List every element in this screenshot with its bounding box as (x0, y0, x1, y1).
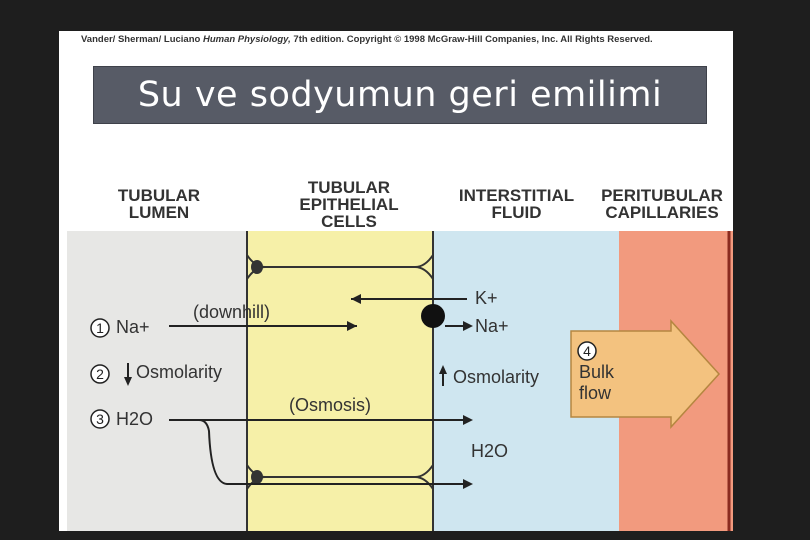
header-interstitial-line1: INTERSTITIAL (458, 186, 575, 205)
k-arrow-head (351, 294, 361, 304)
copyright-notice: Vander/ Sherman/ Luciano Human Physiolog… (81, 34, 653, 45)
junction-knot-upper (251, 260, 263, 274)
header-interstitial-line2: FLUID (491, 203, 542, 222)
na-interstitial-label: Na+ (475, 316, 509, 336)
header-capillaries-line1: PERITUBULAR (601, 186, 723, 205)
slide: Vander/ Sherman/ Luciano Human Physiolog… (59, 31, 733, 531)
step-4-number: 4 (583, 343, 591, 359)
header-epithelial-line3: CELLS (321, 212, 377, 231)
bulk-label: Bulk (579, 362, 615, 382)
flow-label: flow (579, 383, 612, 403)
na-k-pump (421, 304, 445, 328)
step-1-na-label: Na+ (116, 317, 150, 337)
step-3-h2o-label: H2O (116, 409, 154, 429)
junction-knot-lower (251, 470, 263, 484)
osmolarity-up-head (439, 365, 447, 374)
header-lumen-line1: TUBULAR (117, 186, 201, 205)
osmolarity-up-label: Osmolarity (453, 367, 540, 387)
step-1-number: 1 (96, 320, 104, 336)
step-3-number: 3 (96, 411, 104, 427)
h2o-arrow-transcellular-head (463, 415, 473, 425)
header-epithelial-line1: TUBULAR (307, 178, 391, 197)
h2o-interstitial-label: H2O (471, 441, 509, 461)
header-lumen-line2: LUMEN (128, 203, 190, 222)
k-label: K+ (475, 288, 498, 308)
epithelial-cells-region (247, 231, 433, 531)
slide-title: Su ve sodyumun geri emilimi (137, 75, 663, 115)
header-epithelial-line2: EPITHELIAL (299, 195, 399, 214)
osmosis-label: (Osmosis) (289, 395, 371, 415)
tight-junction-lower (246, 464, 434, 478)
osmolarity-down-head (124, 377, 132, 386)
step-3-circle (90, 409, 110, 429)
h2o-arrow-paracellular (169, 419, 471, 485)
tight-junction-upper (246, 254, 434, 268)
header-epithelial-cells: TUBULAR EPITHELIAL CELLS (279, 179, 419, 230)
h2o-arrow-paracellular-head (463, 479, 473, 489)
step-2-number: 2 (96, 366, 104, 382)
copyright-authors: Vander/ Sherman/ Luciano (81, 34, 203, 45)
step-1-circle (90, 318, 110, 338)
header-interstitial-fluid: INTERSTITIAL FLUID (444, 187, 589, 221)
header-peritubular-capillaries: PERITUBULAR CAPILLARIES (591, 187, 733, 221)
diagram-graphics: 1 2 3 4 (90, 231, 731, 531)
copyright-book: Human Physiology, (202, 34, 291, 45)
header-capillaries-line2: CAPILLARIES (605, 203, 719, 222)
header-tubular-lumen: TUBULAR LUMEN (99, 187, 219, 221)
step-2-osmolarity-label: Osmolarity (136, 362, 223, 382)
na-arrow-basolateral-head (463, 321, 473, 331)
step-2-circle (90, 364, 110, 384)
bulk-flow-arrow (570, 319, 721, 429)
tight-junction-upper-b (246, 266, 434, 280)
step-4-circle (577, 341, 597, 361)
title-box: Su ve sodyumun geri emilimi (93, 66, 707, 124)
copyright-rest: 7th edition. Copyright © 1998 McGraw-Hil… (290, 34, 653, 45)
na-arrow-apical-head (347, 321, 357, 331)
downhill-label: (downhill) (193, 302, 271, 322)
